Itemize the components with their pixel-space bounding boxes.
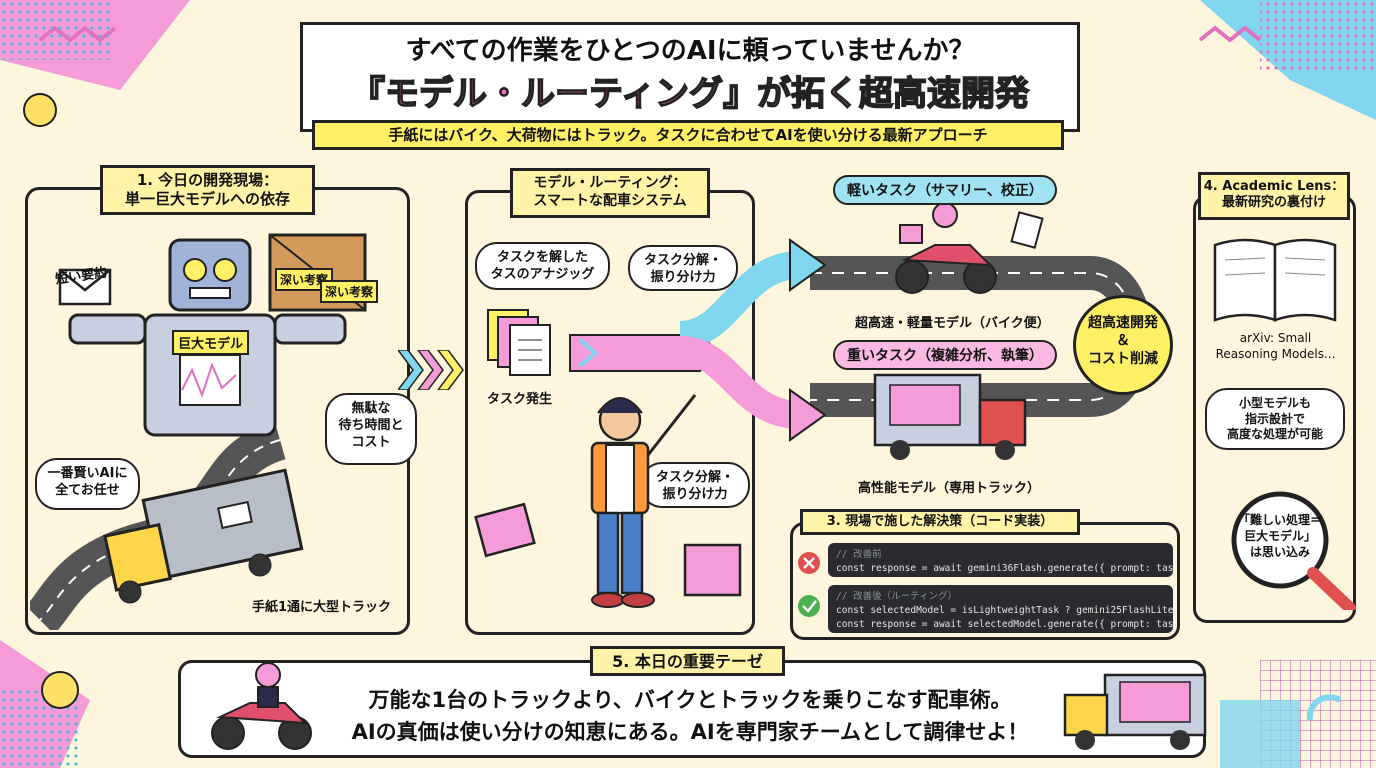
code-after-line2: const response = await selectedModel.gen… [836, 618, 1173, 630]
section1-caption: 手紙1通に大型トラック [252, 600, 392, 615]
section4-title-line2: 最新研究の裏付け [1221, 195, 1326, 211]
delivery-truck-icon [873, 373, 1027, 460]
code-before-comment: // 改善前 [836, 549, 882, 560]
task-occurred-label: タスク発生 [487, 392, 553, 407]
section1-title: 1. 今日の開発現場： 単一巨大モデルへの依存 [100, 165, 315, 215]
section5-title: 5. 本日の重要テーゼ [590, 646, 785, 676]
section2-title-line2: スマートな配車システム [533, 192, 687, 209]
crate-label-1: 深い考察 [275, 268, 334, 291]
document-icon [1010, 211, 1044, 249]
header-title-line1: すべての作業をひとつのAIに頼っていませんか？ [405, 36, 975, 66]
magnifier-icon [1231, 491, 1356, 610]
bubble-small-models: 小型モデルも 指示設計で 高度な処理が可能 [1205, 388, 1345, 450]
heavy-task-title: 重いタスク（複雑分析、執筆） [833, 340, 1057, 370]
heavy-task-caption: 高性能モデル（専用トラック） [858, 481, 1041, 496]
bubble-dispatch-top: タスク分解・ 振り分け力 [628, 245, 738, 291]
motorbike-icon [895, 202, 997, 294]
big-truck-icon [103, 468, 304, 604]
cargo-truck-icon [1063, 673, 1207, 750]
bubble-task-analysis: タスクを解した タスのアナジッグ [475, 242, 610, 290]
code-before-line: const response = await gemini36Flash.gen… [836, 562, 1173, 574]
code-after: // 改善後（ルーティング） const selectedModel = isLi… [828, 585, 1173, 633]
section2-title-line1: モデル・ルーティング： [533, 175, 687, 191]
header-title-line2: 『モデル・ルーティング』が拓く超高速開発 [350, 73, 1029, 115]
section1-title-line1: 1. 今日の開発現場： [136, 171, 279, 189]
light-task-caption: 超高速・軽量モデル（バイク便） [855, 316, 1050, 331]
check-icon [798, 595, 820, 617]
thesis-line2: AIの真価は使い分けの知恵にある。AIを専門家チームとして調律せよ！ [351, 720, 1029, 744]
lens-text: 「難しい処理＝ 巨大モデル」 は思い込み [1237, 513, 1322, 560]
robot-label: 巨大モデル [172, 330, 250, 355]
crate-label-2: 深い考察 [320, 280, 379, 303]
section3-title: 3. 現場で施した解決策（コード実装） [800, 509, 1080, 535]
code-after-comment: // 改善後（ルーティング） [836, 591, 958, 602]
bubble-trust-smartest: 一番賢いAIに 全てお任せ [35, 458, 140, 510]
header-subtitle: 手紙にはバイク、大荷物にはトラック。タスクに合わせてAIを使い分ける最新アプロー… [312, 120, 1064, 150]
open-book-icon [1213, 238, 1337, 322]
chevron-right-icon [398, 350, 464, 390]
light-task-title: 軽いタスク（サマリー、校正） [833, 175, 1057, 205]
thesis-line1: 万能な1台のトラックより、バイクとトラックを乗りこなす配車術。 [368, 688, 1012, 712]
rider-motorbike-icon [211, 662, 312, 750]
documents-icon [487, 309, 551, 376]
status-icons [798, 552, 820, 617]
section4-illustration [1213, 238, 1356, 610]
code-before: // 改善前 const response = await gemini36Fla… [828, 543, 1173, 577]
bubble-wait-cost: 無駄な 待ち時間と コスト [325, 393, 417, 465]
package-icon [474, 502, 742, 597]
code-after-line1: const selectedModel = isLightweightTask … [836, 604, 1173, 616]
error-icon [798, 552, 820, 574]
paper-reference: arXiv: Small Reasoning Models... [1215, 331, 1336, 362]
section1-illustration [30, 233, 367, 630]
envelope-icon [58, 268, 112, 306]
section2-title: モデル・ルーティング： スマートな配車システム [510, 168, 710, 218]
result-badge: 超高速開発 ＆ コスト削減 [1073, 295, 1173, 395]
engineer-icon [590, 394, 697, 608]
section4-title: 4. Academic Lens： 最新研究の裏付け [1198, 172, 1350, 220]
section4-title-line1: 4. Academic Lens： [1203, 179, 1345, 194]
section1-title-line2: 単一巨大モデルへの依存 [124, 189, 290, 208]
